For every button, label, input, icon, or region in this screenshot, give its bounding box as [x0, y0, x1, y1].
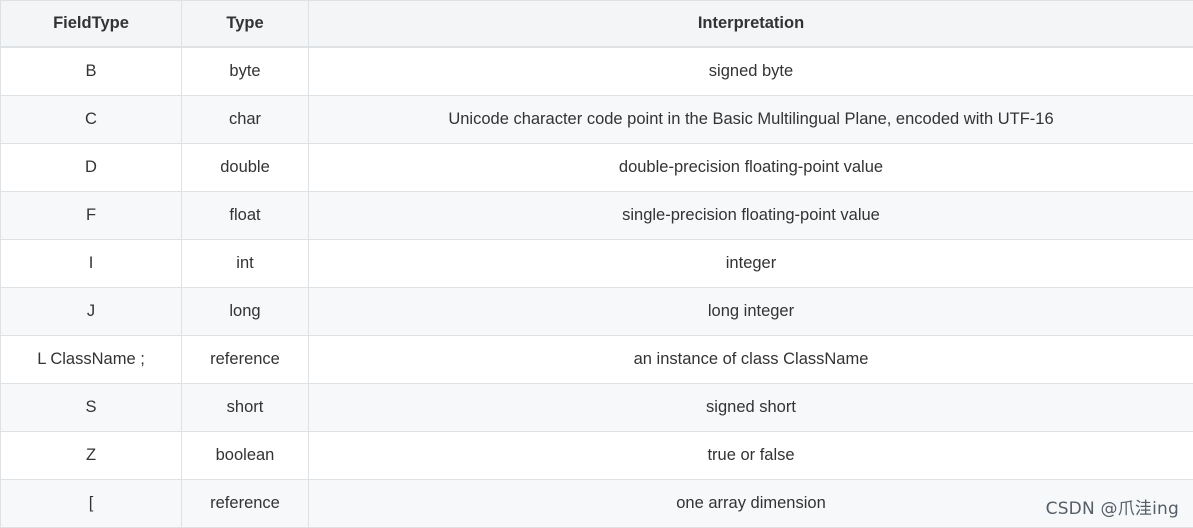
header-interpretation: Interpretation	[308, 0, 1193, 48]
cell-field-type: D	[0, 143, 182, 192]
table-header: FieldType Type Interpretation	[0, 0, 1193, 48]
table-row: Z boolean true or false	[0, 431, 1193, 480]
cell-type: int	[181, 239, 309, 288]
cell-field-type: Z	[0, 431, 182, 480]
csdn-watermark: CSDN @爪洼ing	[1045, 499, 1179, 519]
cell-interpretation: integer	[308, 239, 1193, 288]
cell-type: byte	[181, 46, 309, 96]
cell-interpretation: signed byte	[308, 46, 1193, 96]
cell-interpretation: one array dimension	[308, 479, 1193, 528]
table-body: B byte signed byte C char Unicode charac…	[0, 46, 1193, 528]
cell-type: reference	[181, 335, 309, 384]
cell-field-type: B	[0, 46, 182, 96]
table-row: L ClassName ; reference an instance of c…	[0, 335, 1193, 384]
cell-field-type: L ClassName ;	[0, 335, 182, 384]
table-row: S short signed short	[0, 383, 1193, 432]
cell-type: float	[181, 191, 309, 240]
header-field-type: FieldType	[0, 0, 182, 48]
cell-field-type: S	[0, 383, 182, 432]
cell-field-type: C	[0, 95, 182, 144]
cell-field-type: F	[0, 191, 182, 240]
table-row: B byte signed byte	[0, 46, 1193, 96]
table-row: J long long integer	[0, 287, 1193, 336]
cell-field-type: I	[0, 239, 182, 288]
header-row: FieldType Type Interpretation	[0, 0, 1193, 48]
cell-field-type: J	[0, 287, 182, 336]
table-row: C char Unicode character code point in t…	[0, 95, 1193, 144]
cell-type: double	[181, 143, 309, 192]
cell-interpretation: an instance of class ClassName	[308, 335, 1193, 384]
table-row: I int integer	[0, 239, 1193, 288]
cell-type: char	[181, 95, 309, 144]
cell-interpretation: long integer	[308, 287, 1193, 336]
cell-type: boolean	[181, 431, 309, 480]
table-row: [ reference one array dimension	[0, 479, 1193, 528]
cell-type: reference	[181, 479, 309, 528]
cell-interpretation: true or false	[308, 431, 1193, 480]
table-row: D double double-precision floating-point…	[0, 143, 1193, 192]
cell-type: short	[181, 383, 309, 432]
cell-type: long	[181, 287, 309, 336]
cell-interpretation: double-precision floating-point value	[308, 143, 1193, 192]
header-type: Type	[181, 0, 309, 48]
cell-interpretation: Unicode character code point in the Basi…	[308, 95, 1193, 144]
cell-interpretation: signed short	[308, 383, 1193, 432]
cell-field-type: [	[0, 479, 182, 528]
cell-interpretation: single-precision floating-point value	[308, 191, 1193, 240]
table-row: F float single-precision floating-point …	[0, 191, 1193, 240]
